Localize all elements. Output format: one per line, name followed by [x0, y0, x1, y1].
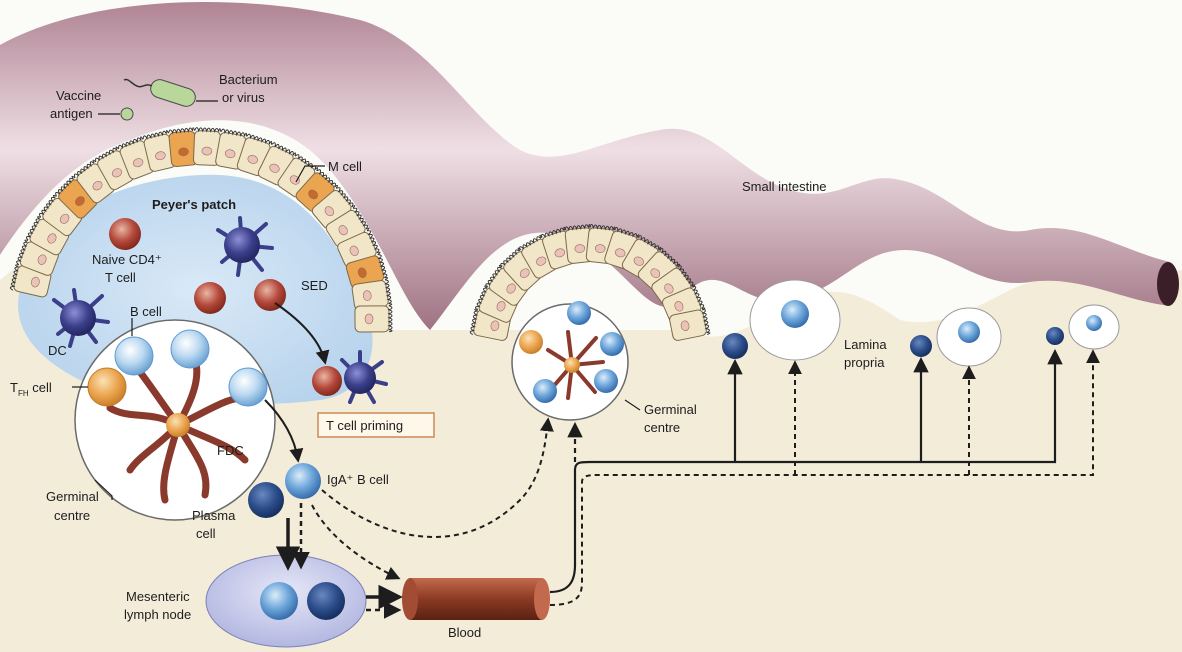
tfh-cell: [88, 368, 126, 406]
tfh-cell-middle: [519, 330, 543, 354]
b-cell-3: [229, 368, 267, 406]
b-cell-1: [115, 337, 153, 375]
b-cell-middle-1: [567, 301, 591, 325]
blood-vessel-opening: [534, 578, 550, 620]
label-centre-left: centre: [54, 508, 90, 523]
label-sed: SED: [301, 278, 328, 293]
fdc-nucleus: [166, 413, 190, 437]
label-iga-b-cell: IgA⁺ B cell: [327, 472, 389, 487]
mln-iga-b-cell: [260, 582, 298, 620]
plasma-cell-lp-2: [910, 335, 932, 357]
lp-iga-cell-1: [781, 300, 809, 328]
naive-cd4-t-cell-1: [109, 218, 141, 250]
label-antigen: antigen: [50, 106, 93, 121]
b-cell-2: [171, 330, 209, 368]
label-lamina: Lamina: [844, 337, 887, 352]
blood-vessel-end: [402, 578, 418, 620]
label-propria: propria: [844, 355, 885, 370]
b-cell-middle-3: [594, 369, 618, 393]
priming-t-cell: [312, 366, 342, 396]
mln-plasma-cell: [307, 582, 345, 620]
label-small-intestine: Small intestine: [742, 179, 827, 194]
label-dc: DC: [48, 343, 67, 358]
epithelial-cell: [355, 306, 392, 332]
plasma-cell-lp-1: [722, 333, 748, 359]
b-cell-middle-4: [533, 379, 557, 403]
label-vaccine: Vaccine: [56, 88, 101, 103]
label-centre-mid: centre: [644, 420, 680, 435]
label-lymph-node: lymph node: [124, 607, 191, 622]
label-t-cell: T cell: [105, 270, 136, 285]
label-peyers-patch: Peyer's patch: [152, 197, 236, 212]
label-naive-cd4: Naive CD4⁺: [92, 252, 162, 267]
b-cell-middle-2: [600, 332, 624, 356]
naive-cd4-t-cell-2: [194, 282, 226, 314]
label-or-virus: or virus: [222, 90, 265, 105]
vaccine-antigen-icon: [121, 108, 133, 120]
label-blood: Blood: [448, 625, 481, 640]
label-fdc: FDC: [217, 443, 244, 458]
label-germinal-mid: Germinal: [644, 402, 697, 417]
label-m-cell: M cell: [328, 159, 362, 174]
lp-iga-cell-3: [1086, 315, 1102, 331]
fdc-middle-nucleus: [564, 357, 580, 373]
lp-iga-cell-2: [958, 321, 980, 343]
label-cell: cell: [196, 526, 216, 541]
label-mesenteric: Mesenteric: [126, 589, 190, 604]
iga-b-cell: [285, 463, 321, 499]
label-plasma: Plasma: [192, 508, 236, 523]
label-t-cell-priming: T cell priming: [326, 418, 403, 433]
intestine-lumen-opening: [1157, 262, 1179, 306]
blood-vessel: [410, 578, 542, 620]
label-b-cell: B cell: [130, 304, 162, 319]
label-germinal-left: Germinal: [46, 489, 99, 504]
label-bacterium: Bacterium: [219, 72, 278, 87]
plasma-cell: [248, 482, 284, 518]
plasma-cell-lp-3: [1046, 327, 1064, 345]
